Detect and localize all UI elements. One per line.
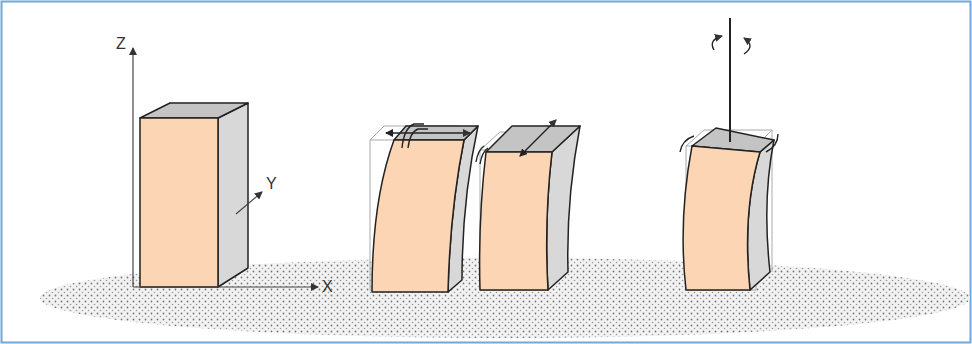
axis-label: Y [266,176,277,192]
axes [133,48,318,287]
axis-label: Z [116,36,126,52]
block-undeformed [140,103,248,287]
torque-arrow [680,18,778,152]
force-arrow [476,120,556,164]
block-bend-y [480,126,580,290]
block-torsion [683,128,774,290]
force-arrow [386,124,470,148]
block-bend-x [372,126,478,292]
axis-label: X [322,279,333,295]
